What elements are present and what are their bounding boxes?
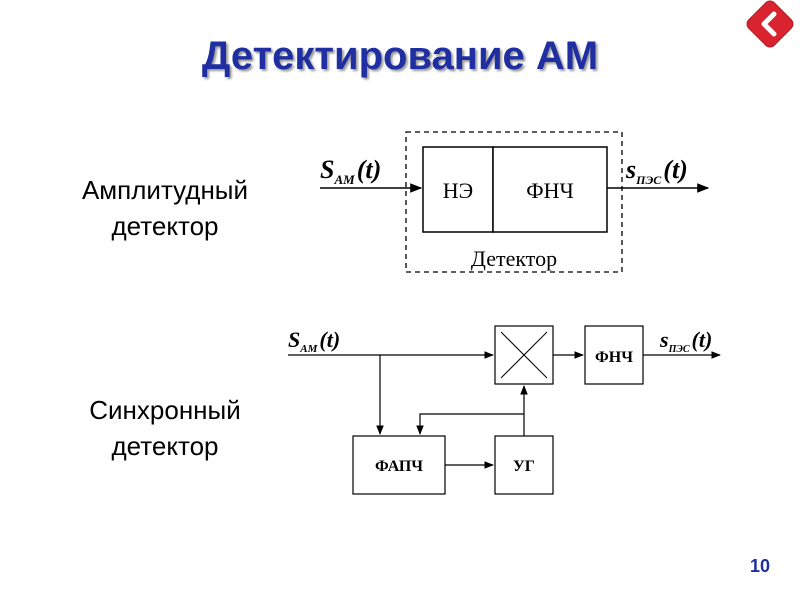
block-fnch-sync-label: ФНЧ [595,349,633,366]
detector-frame [405,131,623,273]
amplitude-label-line1: Амплитудный [81,175,249,205]
detector-group-label: Детектор [471,246,557,271]
synchronous-label-line2: детектор [111,431,219,461]
back-arrow-icon [746,0,794,48]
feedback-arrow [416,413,524,435]
amplitude-label-line2: детектор [111,211,219,241]
amplitude-input-signal: SAM(t) [320,155,381,187]
amplitude-detector-diagram: НЭ ФНЧ Детектор SAM(t) sПЭС(t) [320,131,710,273]
block-ne [422,146,494,233]
sync-output-signal: sПЭС(t) [659,327,712,355]
block-ug-label: УГ [513,458,535,475]
synchronous-label-line1: Синхронный [89,395,241,425]
back-button[interactable] [746,0,794,48]
block-fnch-amplitude [492,146,608,233]
amplitude-detector-label: Амплитудный детектор [50,172,280,244]
multiplier-cross-icon [500,331,548,379]
block-ne-label: НЭ [443,178,473,203]
block-fnch-amplitude-label: ФНЧ [526,178,574,203]
page-number: 10 [749,556,771,576]
block-fnch-sync [584,325,644,385]
synchronous-detector-label: Синхронный детектор [50,392,280,464]
amplitude-output-signal: sПЭС(t) [625,155,688,187]
block-fapch-label: ФАПЧ [375,458,423,475]
sync-input-signal: SAM(t) [288,327,340,355]
slide-title: Детектирование АМ [201,34,599,78]
synchronous-detector-diagram: ФНЧ ФАПЧ УГ SAM(t) sПЭС(t) [288,325,721,495]
